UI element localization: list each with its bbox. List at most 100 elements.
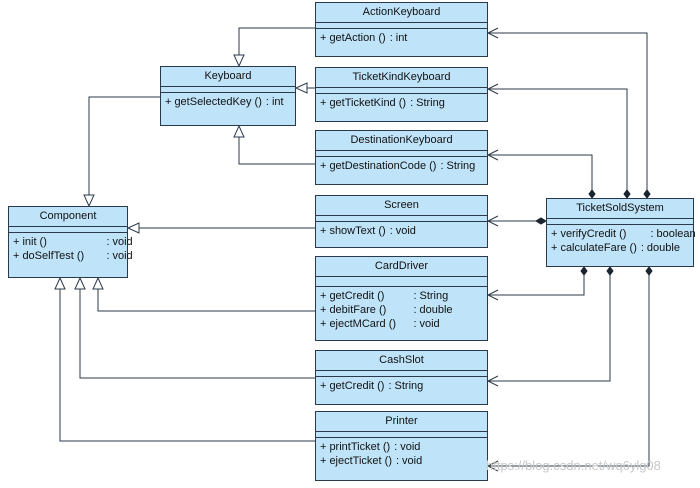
- operation-type: int: [395, 32, 408, 44]
- class-name: Component: [9, 207, 127, 227]
- operation-type-separator: :: [395, 455, 400, 467]
- operation-type: void: [400, 441, 421, 453]
- generalization-arrowhead: [74, 276, 86, 290]
- operation-type-separator: :: [389, 225, 393, 237]
- generalization-cashslot-component: [79, 278, 315, 379]
- operation-visibility: +: [320, 318, 327, 330]
- generalization-carddriver-component: [97, 278, 315, 312]
- class-cashslot[interactable]: CashSlot + getCredit () : String: [315, 350, 488, 405]
- watermark-text: https://blog.csdn.net/wq6ylg08: [486, 458, 661, 473]
- class-name: TicketSoldSystem: [547, 199, 693, 219]
- attributes-compartment: [9, 227, 127, 233]
- operation-visibility: +: [13, 236, 20, 248]
- composition-diamond: [580, 266, 588, 276]
- operation-visibility: +: [320, 304, 327, 316]
- class-name: CardDriver: [316, 257, 487, 277]
- operation: + getDestinationCode () : String: [320, 159, 483, 173]
- operation-type: double: [646, 242, 680, 254]
- operation-visibility: +: [320, 455, 327, 467]
- generalization-arrowhead: [54, 276, 66, 290]
- generalization-arrowhead: [92, 276, 104, 290]
- operation-name: getCredit (): [329, 380, 385, 392]
- generalization-arrowhead: [233, 54, 245, 68]
- operation-name: debitFare (): [329, 304, 387, 316]
- operation: + getAction () : int: [320, 31, 483, 45]
- composition-diamond: [606, 266, 614, 276]
- navigation-arrowhead: [486, 83, 499, 95]
- operation: + printTicket () : void: [320, 440, 483, 454]
- aggregation-destinationkeyboard: [488, 154, 593, 190]
- operations-compartment: + getCredit () : String: [316, 377, 487, 393]
- operation-visibility: +: [551, 242, 558, 254]
- attributes-compartment: [316, 277, 487, 287]
- generalization-actionkeyboard-keyboard: [238, 27, 315, 66]
- operation-type: void: [402, 455, 423, 467]
- operation: + calculateFare () : double: [551, 241, 689, 255]
- operation-type-separator: :: [106, 250, 110, 262]
- class-destinationkeyboard[interactable]: DestinationKeyboard + getDestinationCode…: [315, 130, 488, 185]
- aggregation-cashslot: [488, 267, 611, 382]
- operation: + doSelfTest () : void: [13, 249, 133, 263]
- operation-visibility: +: [320, 290, 327, 302]
- attributes-compartment: [316, 371, 487, 377]
- attributes-compartment: [316, 151, 487, 157]
- navigation-arrowhead: [486, 460, 499, 472]
- operation-name: ejectTicket (): [329, 455, 392, 467]
- operation-type-separator: :: [640, 242, 644, 254]
- operation-type-separator: :: [106, 236, 110, 248]
- class-keyboard[interactable]: Keyboard + getSelectedKey () : int: [160, 66, 296, 126]
- generalization-arrowhead: [233, 124, 245, 138]
- operation-type-separator: :: [388, 380, 392, 392]
- composition-diamond: [535, 217, 547, 225]
- operation: + getSelectedKey () : int: [165, 95, 291, 109]
- operation-type-separator: :: [389, 32, 393, 44]
- operation-name: getAction (): [329, 32, 386, 44]
- operation-type-separator: :: [650, 228, 654, 240]
- class-screen[interactable]: Screen + showText () : void: [315, 195, 488, 248]
- aggregation-actionkeyboard: [488, 32, 648, 190]
- composition-diamond: [645, 266, 653, 276]
- operation-type-separator: :: [413, 290, 417, 302]
- attributes-compartment: [316, 432, 487, 438]
- operation: + debitFare () : double: [320, 303, 483, 317]
- operation-type: String: [446, 160, 476, 172]
- navigation-arrowhead: [486, 149, 499, 161]
- class-actionkeyboard[interactable]: ActionKeyboard + getAction () : int: [315, 2, 488, 57]
- navigation-arrowhead: [486, 375, 499, 387]
- operation-type: String: [419, 290, 449, 302]
- operation-visibility: +: [165, 96, 172, 108]
- class-ticketsoldsystem[interactable]: TicketSoldSystem + verifyCredit () : boo…: [546, 198, 696, 267]
- composition-diamond: [623, 189, 631, 199]
- operation-name: showText (): [329, 225, 386, 237]
- composition-diamond: [643, 189, 651, 199]
- operations-compartment: + verifyCredit () : boolean + calculateF…: [547, 225, 696, 255]
- class-component[interactable]: Component + init () : void + doSelfTest …: [8, 206, 133, 278]
- operation-type: double: [419, 304, 453, 316]
- operation-type: void: [395, 225, 416, 237]
- operations-compartment: + getDestinationCode () : String: [316, 157, 487, 173]
- operation-visibility: +: [320, 225, 327, 237]
- operation-visibility: +: [320, 32, 327, 44]
- operation-name: ejectMCard (): [329, 318, 397, 330]
- class-name: Keyboard: [161, 67, 295, 87]
- operation-name: init (): [22, 236, 47, 248]
- aggregation-carddriver: [488, 267, 585, 296]
- class-carddriver[interactable]: CardDriver + getCredit () : String + deb…: [315, 256, 488, 341]
- operation-type-separator: :: [394, 441, 398, 453]
- class-ticketkindkeyboard[interactable]: TicketKindKeyboard + getTicketKind () : …: [315, 67, 488, 122]
- operation-type: int: [271, 96, 284, 108]
- operation: + getCredit () : String: [320, 289, 483, 303]
- class-printer[interactable]: Printer + printTicket () : void + ejectT…: [315, 411, 488, 481]
- navigation-arrowhead: [486, 27, 499, 39]
- operation: + showText () : void: [320, 224, 483, 238]
- operation-name: getTicketKind (): [329, 97, 407, 109]
- generalization-destinationkeyboard-keyboard: [238, 126, 315, 165]
- operation: + verifyCredit () : boolean: [551, 227, 696, 241]
- operation-type-separator: :: [265, 96, 269, 108]
- class-name: Printer: [316, 412, 487, 432]
- composition-diamond: [588, 189, 596, 199]
- operations-compartment: + getTicketKind () : String: [316, 94, 487, 110]
- aggregation-printer: [488, 267, 650, 467]
